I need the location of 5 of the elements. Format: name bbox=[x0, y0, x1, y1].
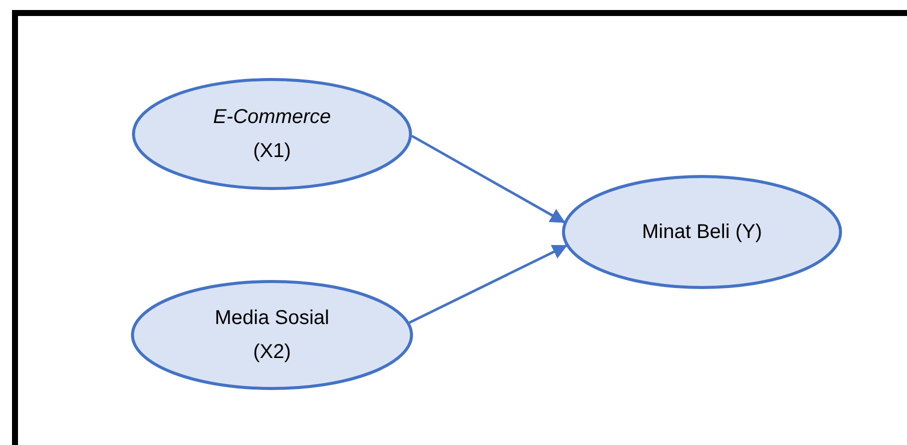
variable-label: Minat Beli (Y) bbox=[640, 220, 764, 245]
variable-label: E-Commerce (X1) bbox=[212, 105, 332, 164]
variable-label: Media Sosial (X2) bbox=[214, 306, 330, 365]
arrow bbox=[408, 244, 568, 324]
arrow bbox=[411, 134, 566, 224]
